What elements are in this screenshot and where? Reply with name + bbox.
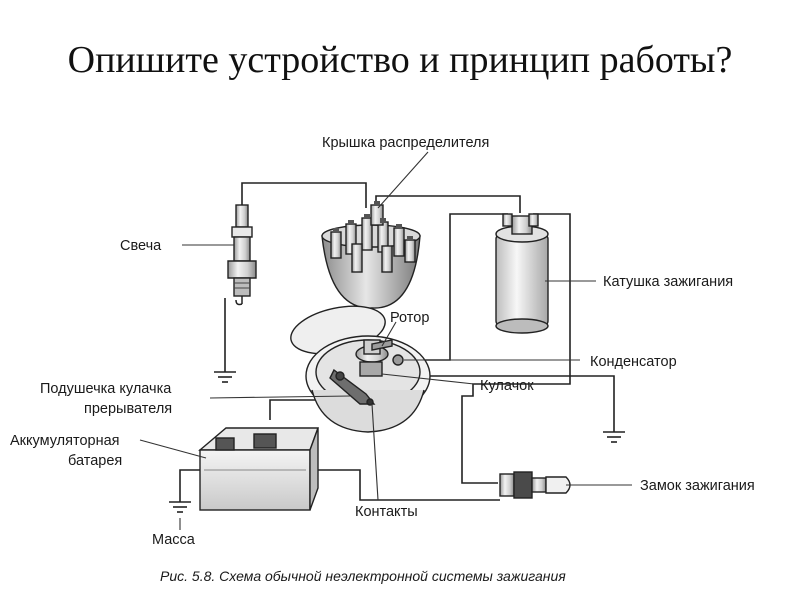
wire-coil-to-contacts xyxy=(406,213,508,361)
wire-coil-to-lock xyxy=(461,213,571,484)
figure-caption: Рис. 5.8. Схема обычной неэлектронной си… xyxy=(160,568,566,584)
leader-lines xyxy=(139,151,632,530)
ignition-lock xyxy=(499,471,571,499)
cam xyxy=(359,361,383,377)
label-contacts: Контакты xyxy=(355,504,418,520)
label-spark-plug: Свеча xyxy=(120,238,162,254)
condenser xyxy=(392,354,404,366)
wire-condenser-ground xyxy=(406,375,615,432)
label-ignition-coil: Катушка зажигания xyxy=(603,274,733,290)
spark-plug xyxy=(227,204,257,306)
label-condenser: Конденсатор xyxy=(590,354,677,370)
label-cam-pad-line1: Подушечка кулачка xyxy=(40,381,172,397)
label-rotor: Ротор xyxy=(390,310,429,326)
label-battery-line1: Аккумуляторная xyxy=(10,433,120,449)
rotor xyxy=(355,339,393,363)
label-battery-line2: батарея xyxy=(68,453,122,469)
wire-plug-to-cap xyxy=(241,182,367,208)
battery xyxy=(198,427,319,511)
page-title: Опишите устройство и принцип работы? xyxy=(67,39,733,81)
label-ground: Масса xyxy=(152,532,196,548)
distributor-cap xyxy=(321,201,421,309)
ground-symbol-plug xyxy=(214,371,236,383)
ground-symbol-battery xyxy=(169,501,191,513)
wire-battery-to-lock xyxy=(316,469,500,501)
label-cam: Кулачок xyxy=(480,378,534,394)
label-ignition-lock: Замок зажигания xyxy=(640,478,755,494)
label-cam-pad-line2: прерывателя xyxy=(84,401,172,417)
ignition-coil xyxy=(495,213,549,334)
ground-symbol-condenser xyxy=(603,431,625,443)
contact-breaker xyxy=(329,368,376,406)
wire-cap-to-coil xyxy=(375,195,521,213)
label-distributor-cap: Крышка распределителя xyxy=(322,135,489,151)
